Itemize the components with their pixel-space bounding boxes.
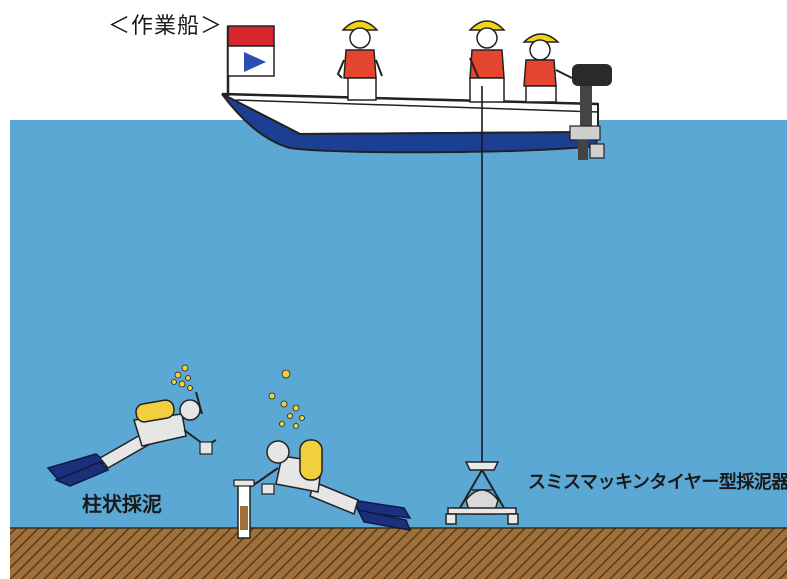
grab-sampler-icon	[445, 461, 519, 525]
sea-water	[10, 120, 787, 528]
core-sampler-icon	[233, 479, 255, 539]
grab-sampler-label: スミスマッキンタイヤー型採泥器	[528, 472, 787, 493]
columnar-sampling-label: 柱状採泥	[82, 492, 162, 516]
worker-icon	[468, 20, 506, 103]
seabed	[10, 528, 787, 579]
diver-icon	[247, 439, 412, 531]
bubbles-icon	[268, 369, 305, 429]
diver-icon	[46, 391, 217, 487]
worker-icon	[522, 33, 573, 103]
bubbles-icon	[171, 364, 193, 391]
outboard-motor-icon	[569, 64, 612, 160]
work-boat-icon	[221, 92, 600, 154]
flag-icon	[226, 25, 275, 96]
worker-icon	[336, 20, 383, 101]
work-boat-label: ＜作業船＞	[108, 14, 224, 39]
